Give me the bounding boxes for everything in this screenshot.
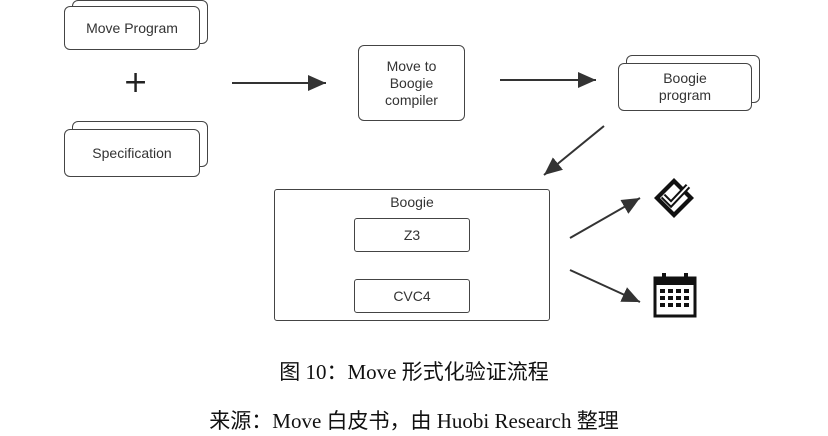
- source-caption: 来源：Move 白皮书，由 Huobi Research 整理: [209, 409, 619, 433]
- cvc4-label: CVC4: [393, 287, 431, 304]
- specification-node: Specification: [64, 129, 200, 177]
- boogie-program-label-line2: program: [658, 87, 712, 103]
- boogie-program-label-line1: Boogie: [663, 70, 707, 86]
- arrow-program-to-boogie: [543, 125, 605, 176]
- compiler-label-line2: Boogie: [389, 74, 434, 91]
- check-badge-icon: [654, 178, 694, 218]
- figure-caption: 图 10：Move 形式化验证流程: [279, 360, 549, 384]
- arrow-boogie-to-calendar: [569, 269, 641, 303]
- boogie-program-node: Boogie program: [618, 63, 752, 111]
- compiler-label-line1: Move to: [386, 57, 437, 74]
- calendar-icon: [653, 273, 697, 318]
- compiler-label-line3: compiler: [385, 91, 438, 108]
- specification-label: Specification: [92, 144, 172, 161]
- move-program-node: Move Program: [64, 6, 200, 50]
- boogie-container-label: Boogie: [390, 194, 434, 210]
- compiler-node: Move to Boogie compiler: [358, 45, 465, 121]
- plus-sign: +: [123, 65, 149, 100]
- cvc4-node: CVC4: [354, 279, 470, 313]
- arrow-boogie-to-verified: [569, 197, 641, 239]
- z3-label: Z3: [403, 226, 421, 243]
- z3-node: Z3: [354, 218, 470, 252]
- move-program-label: Move Program: [86, 19, 178, 36]
